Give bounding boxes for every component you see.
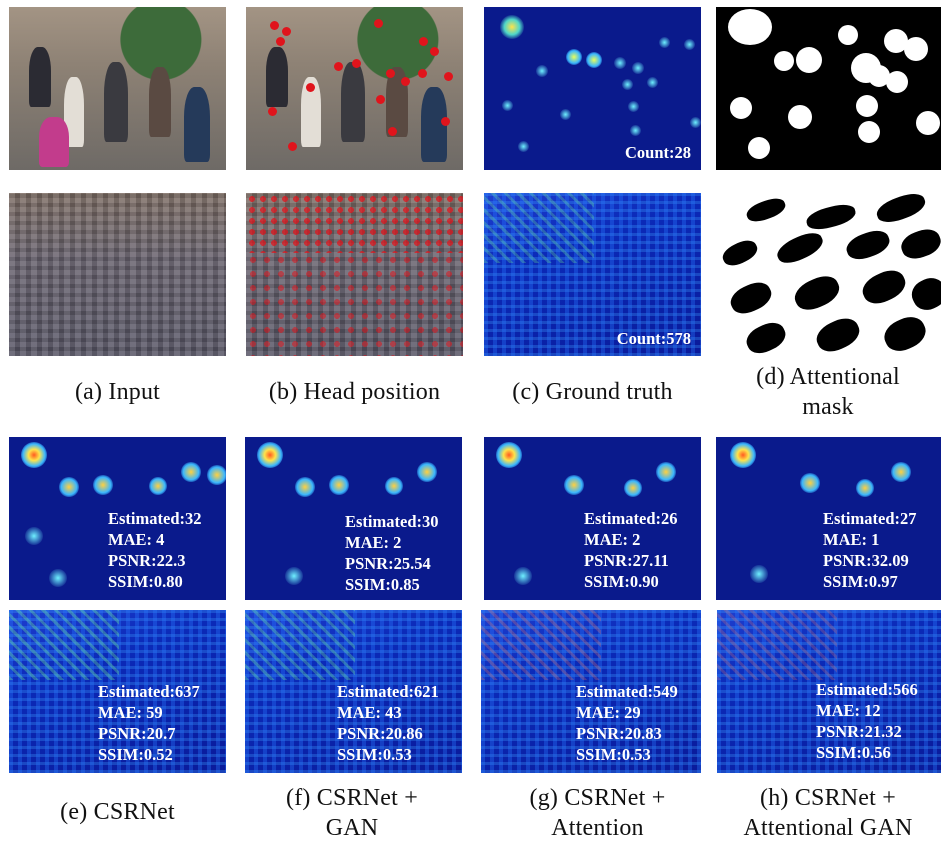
psnr-value: PSNR:20.7 [98, 724, 176, 743]
ssim-value: SSIM:0.52 [98, 745, 173, 764]
psnr-value: PSNR:32.09 [823, 551, 909, 570]
caption-c: (c) Ground truth [512, 379, 673, 405]
attentional-mask-dense [716, 193, 941, 356]
head-marker [306, 83, 315, 92]
head-marker [441, 117, 450, 126]
metrics-overlay: Estimated:549 MAE: 29 PSNR:20.83 SSIM:0.… [576, 681, 678, 765]
metrics-overlay: Estimated:30 MAE: 2 PSNR:25.54 SSIM:0.85 [345, 511, 439, 595]
metrics-overlay: Estimated:621 MAE: 43 PSNR:20.86 SSIM:0.… [337, 681, 439, 765]
caption-d: (d) Attentional mask [756, 364, 900, 420]
metrics-overlay: Estimated:566 MAE: 12 PSNR:21.32 SSIM:0.… [816, 679, 918, 763]
head-marker [374, 19, 383, 28]
psnr-value: PSNR:25.54 [345, 554, 431, 573]
head-marker [419, 37, 428, 46]
head-position-image-dense [246, 193, 463, 356]
ground-truth-count: Count:578 [616, 329, 691, 348]
metrics-overlay: Estimated:637 MAE: 59 PSNR:20.7 SSIM:0.5… [98, 681, 200, 765]
caption-f: (f) CSRNet + GAN [286, 785, 418, 841]
metrics-overlay: Estimated:27 MAE: 1 PSNR:32.09 SSIM:0.97 [823, 508, 917, 592]
mae-value: MAE: 2 [584, 530, 641, 549]
ground-truth-count: Count:28 [624, 143, 691, 162]
estimate-dense-csrnet-attentional-gan: Estimated:566 MAE: 12 PSNR:21.32 SSIM:0.… [717, 610, 941, 773]
mae-value: MAE: 1 [823, 530, 880, 549]
ssim-value: SSIM:0.53 [576, 745, 651, 764]
psnr-value: PSNR:20.86 [337, 724, 423, 743]
estimated-count: Estimated:26 [584, 509, 678, 528]
estimated-count: Estimated:30 [345, 512, 439, 531]
head-marker [270, 21, 279, 30]
mae-value: MAE: 29 [576, 703, 641, 722]
input-image-dense [9, 193, 226, 356]
estimate-sparse-csrnet-attention: Estimated:26 MAE: 2 PSNR:27.11 SSIM:0.90 [484, 437, 701, 600]
ssim-value: SSIM:0.90 [584, 572, 659, 591]
ssim-value: SSIM:0.97 [823, 572, 898, 591]
estimate-sparse-csrnet-attentional-gan: Estimated:27 MAE: 1 PSNR:32.09 SSIM:0.97 [716, 437, 941, 600]
ssim-value: SSIM:0.53 [337, 745, 412, 764]
caption-e: (e) CSRNet [60, 799, 175, 825]
head-marker [444, 72, 453, 81]
mae-value: MAE: 2 [345, 533, 402, 552]
caption-b: (b) Head position [268, 379, 441, 405]
estimate-sparse-csrnet-gan: Estimated:30 MAE: 2 PSNR:25.54 SSIM:0.85 [245, 437, 462, 600]
estimate-dense-csrnet: Estimated:637 MAE: 59 PSNR:20.7 SSIM:0.5… [9, 610, 226, 773]
psnr-value: PSNR:20.83 [576, 724, 662, 743]
head-marker [276, 37, 285, 46]
psnr-value: PSNR:27.11 [584, 551, 669, 570]
estimated-count: Estimated:32 [108, 509, 202, 528]
ssim-value: SSIM:0.56 [816, 743, 891, 762]
mae-value: MAE: 59 [98, 703, 163, 722]
psnr-value: PSNR:22.3 [108, 551, 186, 570]
estimate-dense-csrnet-gan: Estimated:621 MAE: 43 PSNR:20.86 SSIM:0.… [245, 610, 462, 773]
estimate-dense-csrnet-attention: Estimated:549 MAE: 29 PSNR:20.83 SSIM:0.… [481, 610, 701, 773]
caption-g: (g) CSRNet + Attention [529, 785, 666, 841]
head-markers-dense [246, 193, 463, 253]
head-marker [282, 27, 291, 36]
head-marker [288, 142, 297, 151]
estimated-count: Estimated:621 [337, 682, 439, 701]
head-marker [430, 47, 439, 56]
attentional-mask-sparse [716, 7, 941, 170]
metrics-overlay: Estimated:26 MAE: 2 PSNR:27.11 SSIM:0.90 [584, 508, 678, 592]
mae-value: MAE: 4 [108, 530, 165, 549]
head-marker [352, 59, 361, 68]
input-image-sparse [9, 7, 226, 170]
head-marker [388, 127, 397, 136]
metrics-overlay: Estimated:32 MAE: 4 PSNR:22.3 SSIM:0.80 [108, 508, 202, 592]
mae-value: MAE: 12 [816, 701, 881, 720]
estimated-count: Estimated:549 [576, 682, 678, 701]
head-marker [418, 69, 427, 78]
head-position-image-sparse [246, 7, 463, 170]
estimated-count: Estimated:637 [98, 682, 200, 701]
head-marker [401, 77, 410, 86]
psnr-value: PSNR:21.32 [816, 722, 902, 741]
estimated-count: Estimated:566 [816, 680, 918, 699]
ground-truth-density-sparse: Count:28 [484, 7, 701, 170]
caption-h: (h) CSRNet + Attentional GAN [743, 785, 913, 841]
ground-truth-density-dense: Count:578 [484, 193, 701, 356]
ssim-value: SSIM:0.85 [345, 575, 420, 594]
head-marker [334, 62, 343, 71]
estimated-count: Estimated:27 [823, 509, 917, 528]
ssim-value: SSIM:0.80 [108, 572, 183, 591]
caption-a: (a) Input [74, 379, 161, 405]
mae-value: MAE: 43 [337, 703, 402, 722]
head-marker [376, 95, 385, 104]
head-marker [386, 69, 395, 78]
estimate-sparse-csrnet: Estimated:32 MAE: 4 PSNR:22.3 SSIM:0.80 [9, 437, 226, 600]
head-marker [268, 107, 277, 116]
